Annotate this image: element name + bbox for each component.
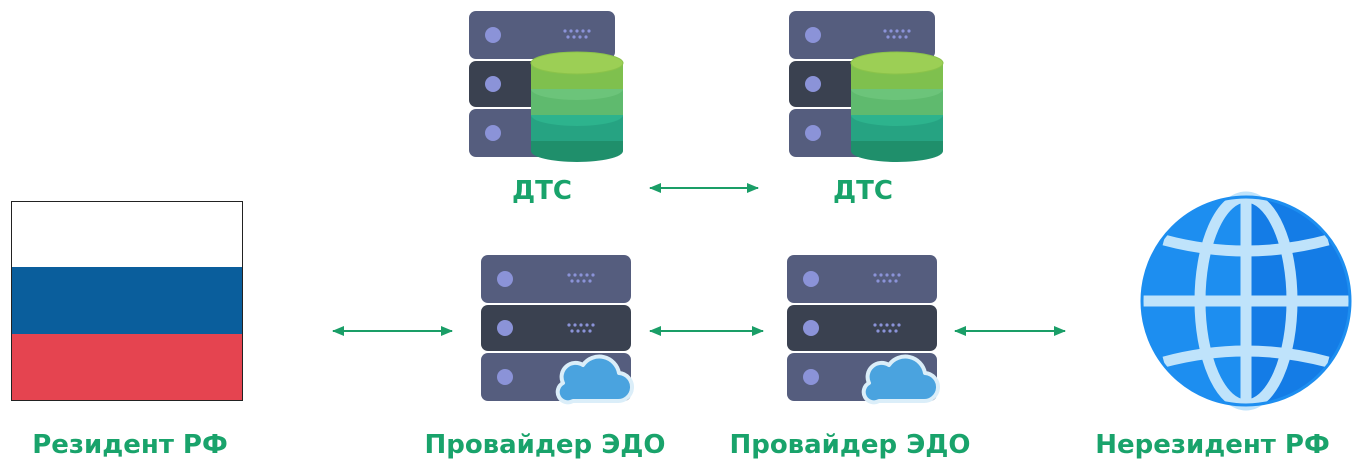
russia-flag-icon	[11, 201, 243, 401]
dts-right-label: ДТС	[833, 176, 893, 206]
dts-left-server-icon	[468, 10, 624, 163]
provider-left-server-icon	[479, 253, 635, 405]
nonresident-label: Нерезидент РФ	[1095, 430, 1330, 460]
globe-icon	[1140, 191, 1352, 411]
provider-right-server-icon	[785, 253, 941, 405]
provider-left-label: Провайдер ЭДО	[424, 430, 666, 460]
resident-label: Резидент РФ	[32, 430, 228, 460]
dts-right-server-icon	[788, 10, 944, 163]
provider-right-label: Провайдер ЭДО	[729, 430, 971, 460]
dts-left-label: ДТС	[512, 176, 572, 206]
